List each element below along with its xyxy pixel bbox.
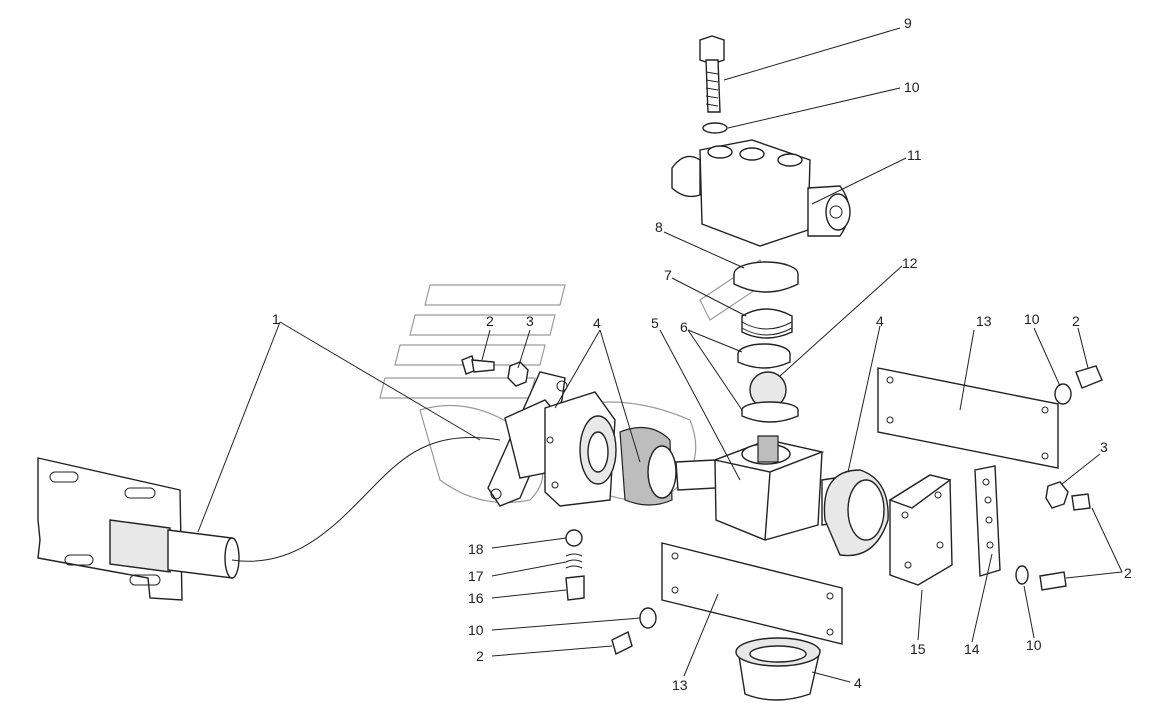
callout-1: 1 <box>272 311 280 327</box>
callout-13: 13 <box>976 313 992 329</box>
callout-2: 2 <box>476 648 484 664</box>
callout-9: 9 <box>904 15 912 31</box>
callout-12: 12 <box>902 255 918 271</box>
callout-numbers: 9 10 11 8 12 7 6 5 4 4 1 2 3 13 10 2 3 2… <box>272 15 1132 693</box>
callout-10: 10 <box>904 79 920 95</box>
callout-4: 4 <box>593 315 601 331</box>
left-flange <box>487 371 717 507</box>
callout-4: 4 <box>876 313 884 329</box>
lower-small-parts <box>565 529 657 656</box>
callout-3: 3 <box>526 313 534 329</box>
upper-housing <box>671 139 851 247</box>
callout-5: 5 <box>651 315 659 331</box>
callout-8: 8 <box>655 219 663 235</box>
callout-11: 11 <box>907 147 922 163</box>
hinge-bracket <box>37 436 501 601</box>
central-valve-body <box>712 439 889 557</box>
top-bolt <box>699 35 728 134</box>
callout-4: 4 <box>854 675 862 691</box>
callout-14: 14 <box>964 641 980 657</box>
seal-cup-bottom <box>735 637 821 701</box>
left-bolt-nut <box>461 355 529 387</box>
callout-18: 18 <box>468 541 484 557</box>
callout-17: 17 <box>468 568 484 584</box>
leader-lines <box>197 27 1123 683</box>
callout-13: 13 <box>672 677 688 693</box>
right-fasteners <box>1015 365 1103 591</box>
callout-2: 2 <box>1072 313 1080 329</box>
callout-10: 10 <box>468 622 484 638</box>
strap-plate <box>974 465 1001 577</box>
callout-10: 10 <box>1024 311 1040 327</box>
callout-2: 2 <box>1124 565 1132 581</box>
gasket-plate-lower <box>661 542 843 645</box>
callout-10: 10 <box>1026 637 1042 653</box>
callout-16: 16 <box>468 590 484 606</box>
gasket-plate-upper <box>877 367 1059 469</box>
callout-6: 6 <box>680 319 688 335</box>
callout-7: 7 <box>664 267 672 283</box>
callout-3: 3 <box>1100 439 1108 455</box>
valve-stack <box>733 261 799 463</box>
callout-2: 2 <box>486 313 494 329</box>
callout-15: 15 <box>910 641 926 657</box>
right-flange-block <box>888 474 953 586</box>
